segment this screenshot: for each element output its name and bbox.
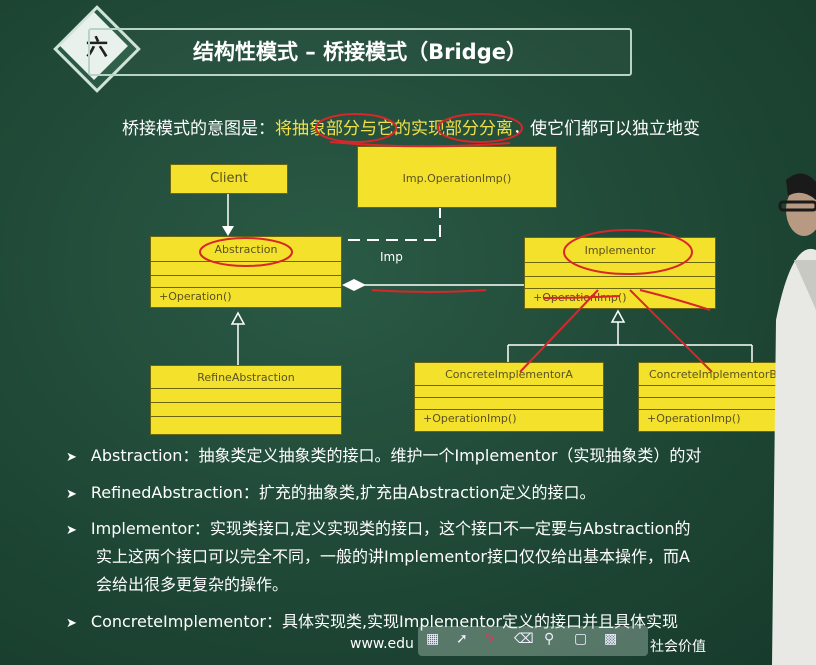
concrete-a-label: ConcreteImplementorA <box>445 368 573 381</box>
annotation-underline-intro <box>329 141 511 148</box>
intro-suffix: ，使它们都可以独立地变 <box>513 119 700 139</box>
uml-refine-box: RefineAbstraction <box>150 365 342 435</box>
intro-highlight: 将抽象部分与它的实现部分分离 <box>275 119 513 139</box>
concrete-b-divider-3 <box>639 409 816 410</box>
refine-divider-1 <box>151 388 341 389</box>
save-icon[interactable]: ▩ <box>604 631 618 647</box>
client-arrow-head <box>222 226 234 236</box>
player-toolbar[interactable]: ▦ ➚ ✎ ⌫ ⚲ ▢ ▩ <box>418 626 648 656</box>
bullet-concrete-text: ConcreteImplementor：具体实现类,实现Implementor定… <box>90 612 679 631</box>
concrete-a-divider-2 <box>415 397 603 398</box>
concrete-b-divider-2 <box>639 397 816 398</box>
pointer-icon[interactable]: ➚ <box>456 631 468 647</box>
uml-abstraction-box: Abstraction +Operation() <box>150 236 342 308</box>
eraser-icon[interactable]: ⌫ <box>514 631 534 647</box>
refine-label: RefineAbstraction <box>197 371 295 384</box>
annotation-circle-implementor <box>563 229 693 275</box>
concrete-a-operation: +OperationImp() <box>423 412 517 425</box>
bullet-refined-text: RefinedAbstraction：扩充的抽象类,扩充由Abstraction… <box>90 483 596 502</box>
bullet-implementor-cont-2: 会给出很多更复杂的操作。 <box>96 575 289 594</box>
pen-icon[interactable]: ✎ <box>484 631 496 647</box>
bullet-abstraction-text: Abstraction：抽象类定义抽象类的接口。维护一个Implementor（… <box>90 446 702 465</box>
footer-slogan: 社会价值 <box>650 639 706 655</box>
grid-icon[interactable]: ▦ <box>426 631 440 647</box>
concrete-b-operation: +OperationImp() <box>647 412 741 425</box>
bullet-concrete-implementor: ➤ ConcreteImplementor：具体实现类,实现Implementor… <box>66 608 678 632</box>
abstraction-label: Abstraction <box>214 243 278 256</box>
slide-title: 结构性模式 – 桥接模式（Bridge） <box>193 40 527 64</box>
bullet-implementor-text: Implementor：实现类接口,定义实现类的接口，这个接口不一定要与Abst… <box>90 519 691 538</box>
presenter-hair <box>786 173 816 200</box>
concrete-a-divider-1 <box>415 385 603 386</box>
annotation-stroke-right <box>639 289 711 311</box>
annotation-circle-abstraction <box>199 237 293 267</box>
section-number: 六 <box>85 36 108 61</box>
concrete-a-divider-3 <box>415 409 603 410</box>
aggregation-diamond-icon <box>342 279 366 291</box>
annotation-line-to-concrete-b <box>629 289 713 373</box>
implementor-inherit-arrow-icon <box>610 309 626 323</box>
bullet-arrow-icon: ➤ <box>66 616 77 631</box>
refine-divider-2 <box>151 402 341 403</box>
presenter-shirt <box>772 248 816 665</box>
presenter-glasses <box>778 200 816 212</box>
bullet-arrow-icon: ➤ <box>66 450 77 465</box>
annotation-underline-operation <box>543 295 621 299</box>
concrete-b-divider-1 <box>639 385 816 386</box>
implementor-divider-3 <box>525 288 715 289</box>
intro-prefix: 桥接模式的意图是： <box>122 119 275 139</box>
uml-client-box: Client <box>170 164 288 194</box>
abstraction-divider-1 <box>151 261 341 262</box>
abstraction-divider-2 <box>151 275 341 276</box>
abstraction-divider-3 <box>151 287 341 288</box>
imp-operation-label: Imp.OperationImp() <box>402 172 512 185</box>
concrete-b-label: ConcreteImplementorB <box>649 368 777 381</box>
imp-association-label: Imp <box>380 250 403 264</box>
refine-inherit-arrow-icon <box>230 311 246 325</box>
bullet-arrow-icon: ➤ <box>66 487 77 502</box>
refine-divider-3 <box>151 416 341 417</box>
annotation-circle-implement <box>437 113 523 143</box>
window-icon[interactable]: ▢ <box>574 631 588 647</box>
note-dashed-link <box>310 206 441 241</box>
implementor-divider-2 <box>525 276 715 277</box>
presenter-collar <box>794 260 816 310</box>
abstraction-operation: +Operation() <box>159 290 232 303</box>
bullet-implementor-cont-1: 实上这两个接口可以完全不同，一般的讲Implementor接口仅仅给出基本操作，… <box>96 547 690 566</box>
presenter-figure <box>772 173 816 665</box>
uml-concrete-a-box: ConcreteImplementorA +OperationImp() <box>414 362 604 432</box>
annotation-circle-abstract <box>315 113 397 143</box>
annotation-line-to-concrete-a <box>519 289 599 373</box>
bullet-implementor: ➤ Implementor：实现类接口,定义实现类的接口，这个接口不一定要与Abs… <box>66 515 691 539</box>
title-bar: 结构性模式 – 桥接模式（Bridge） <box>88 28 632 76</box>
annotation-underline-aggregation <box>371 289 487 293</box>
footer-site: www.edu <box>350 636 414 652</box>
bullet-abstraction: ➤ Abstraction：抽象类定义抽象类的接口。维护一个Implementor… <box>66 442 701 466</box>
bullet-arrow-icon: ➤ <box>66 523 77 538</box>
implementor-divider-1 <box>525 262 715 263</box>
search-icon[interactable]: ⚲ <box>544 631 555 647</box>
uml-note-box: Imp.OperationImp() <box>357 146 557 208</box>
intro-text: 桥接模式的意图是：将抽象部分与它的实现部分分离，使它们都可以独立地变 <box>122 114 700 139</box>
bullet-refined-abstraction: ➤ RefinedAbstraction：扩充的抽象类,扩充由Abstractio… <box>66 479 596 503</box>
implementor-label: Implementor <box>584 244 656 257</box>
client-label: Client <box>210 171 248 186</box>
